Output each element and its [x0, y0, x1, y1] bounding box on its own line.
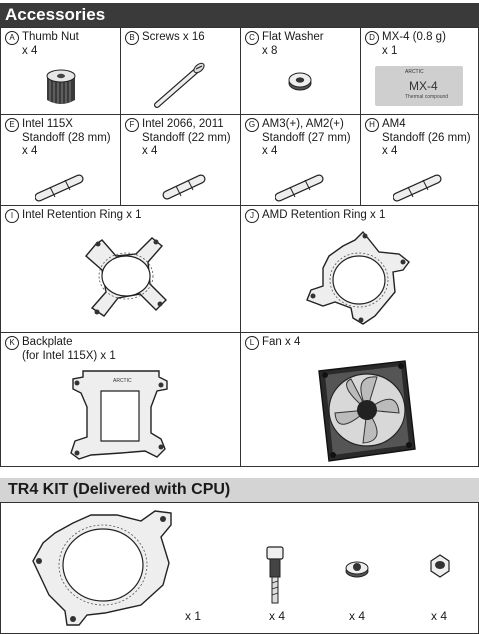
mx4-pack-name: MX-4: [409, 79, 438, 93]
item-b-label: Screws x 16: [142, 31, 205, 43]
standoff-e-drawing: [35, 174, 84, 202]
item-c-label: Flat Washer x 8: [262, 31, 324, 57]
item-e-label: Intel 115X Standoff (28 mm) x 4: [22, 118, 111, 157]
mx4-pack-sub: Thermal compound: [405, 94, 449, 100]
standoff-h-drawing: [393, 174, 442, 202]
item-l-label: Fan x 4: [262, 336, 301, 348]
tr4-qty-bracket: x 1: [185, 609, 202, 623]
backplate-brand: ARCTIC: [113, 378, 132, 384]
badge-f: F: [125, 118, 139, 132]
item-i-label: Intel Retention Ring x 1: [22, 209, 142, 221]
item-h-label: AM4 Standoff (26 mm) x 4: [382, 118, 471, 157]
accessories-title: Accessories: [5, 5, 106, 24]
mx4-pack-brand: ARCTIC: [405, 69, 424, 75]
standoff-g-drawing: [275, 174, 324, 202]
badge-g: G: [245, 118, 259, 132]
tr4-kit-cell: x 1 x 4 x 4 x 4: [0, 502, 479, 634]
item-k-label: Backplate (for Intel 115X) x 1: [22, 336, 116, 362]
flat-washer-drawing: [288, 72, 312, 91]
mx4-pack: ARCTIC MX-4 Thermal compound: [375, 66, 463, 106]
badge-b: B: [125, 31, 139, 45]
tr4-qty-nut: x 4: [431, 609, 448, 623]
tr4-long-screw-drawing: [266, 546, 284, 604]
badge-j: J: [245, 209, 259, 223]
badge-d: D: [365, 31, 379, 45]
tr4-kit-header: TR4 KIT (Delivered with CPU): [0, 478, 479, 502]
badge-a: A: [5, 31, 19, 45]
screw-drawing: [154, 62, 205, 108]
item-g-label: AM3(+), AM2(+) Standoff (27 mm) x 4: [262, 118, 351, 157]
badge-k: K: [5, 336, 19, 350]
standoff-f-drawing: [162, 174, 206, 200]
item-a-label: Thumb Nut x 4: [22, 31, 79, 57]
thumb-nut-drawing: [46, 69, 76, 104]
badge-c: C: [245, 31, 259, 45]
amd-retention-ring-drawing: [306, 230, 410, 325]
badge-h: H: [365, 118, 379, 132]
accessories-header: Accessories: [0, 3, 479, 27]
badge-i: I: [5, 209, 19, 223]
item-d-label: MX-4 (0.8 g) x 1: [382, 31, 446, 57]
tr4-nut-drawing: [430, 554, 450, 578]
tr4-qty-long-screw: x 4: [269, 609, 286, 623]
item-j-label: AMD Retention Ring x 1: [262, 209, 386, 221]
backplate-drawing: ARCTIC: [70, 370, 168, 460]
intel-retention-ring-drawing: [85, 237, 167, 317]
fan-drawing: [318, 360, 416, 462]
item-f-label: Intel 2066, 2011 Standoff (22 mm) x 4: [142, 118, 231, 157]
tr4-qty-washer-screw: x 4: [349, 609, 366, 623]
tr4-kit-title: TR4 KIT (Delivered with CPU): [8, 481, 231, 498]
tr4-washer-screw-drawing: [345, 561, 369, 578]
badge-e: E: [5, 118, 19, 132]
tr4-retention-bracket-drawing: [32, 510, 172, 626]
badge-l: L: [245, 336, 259, 350]
